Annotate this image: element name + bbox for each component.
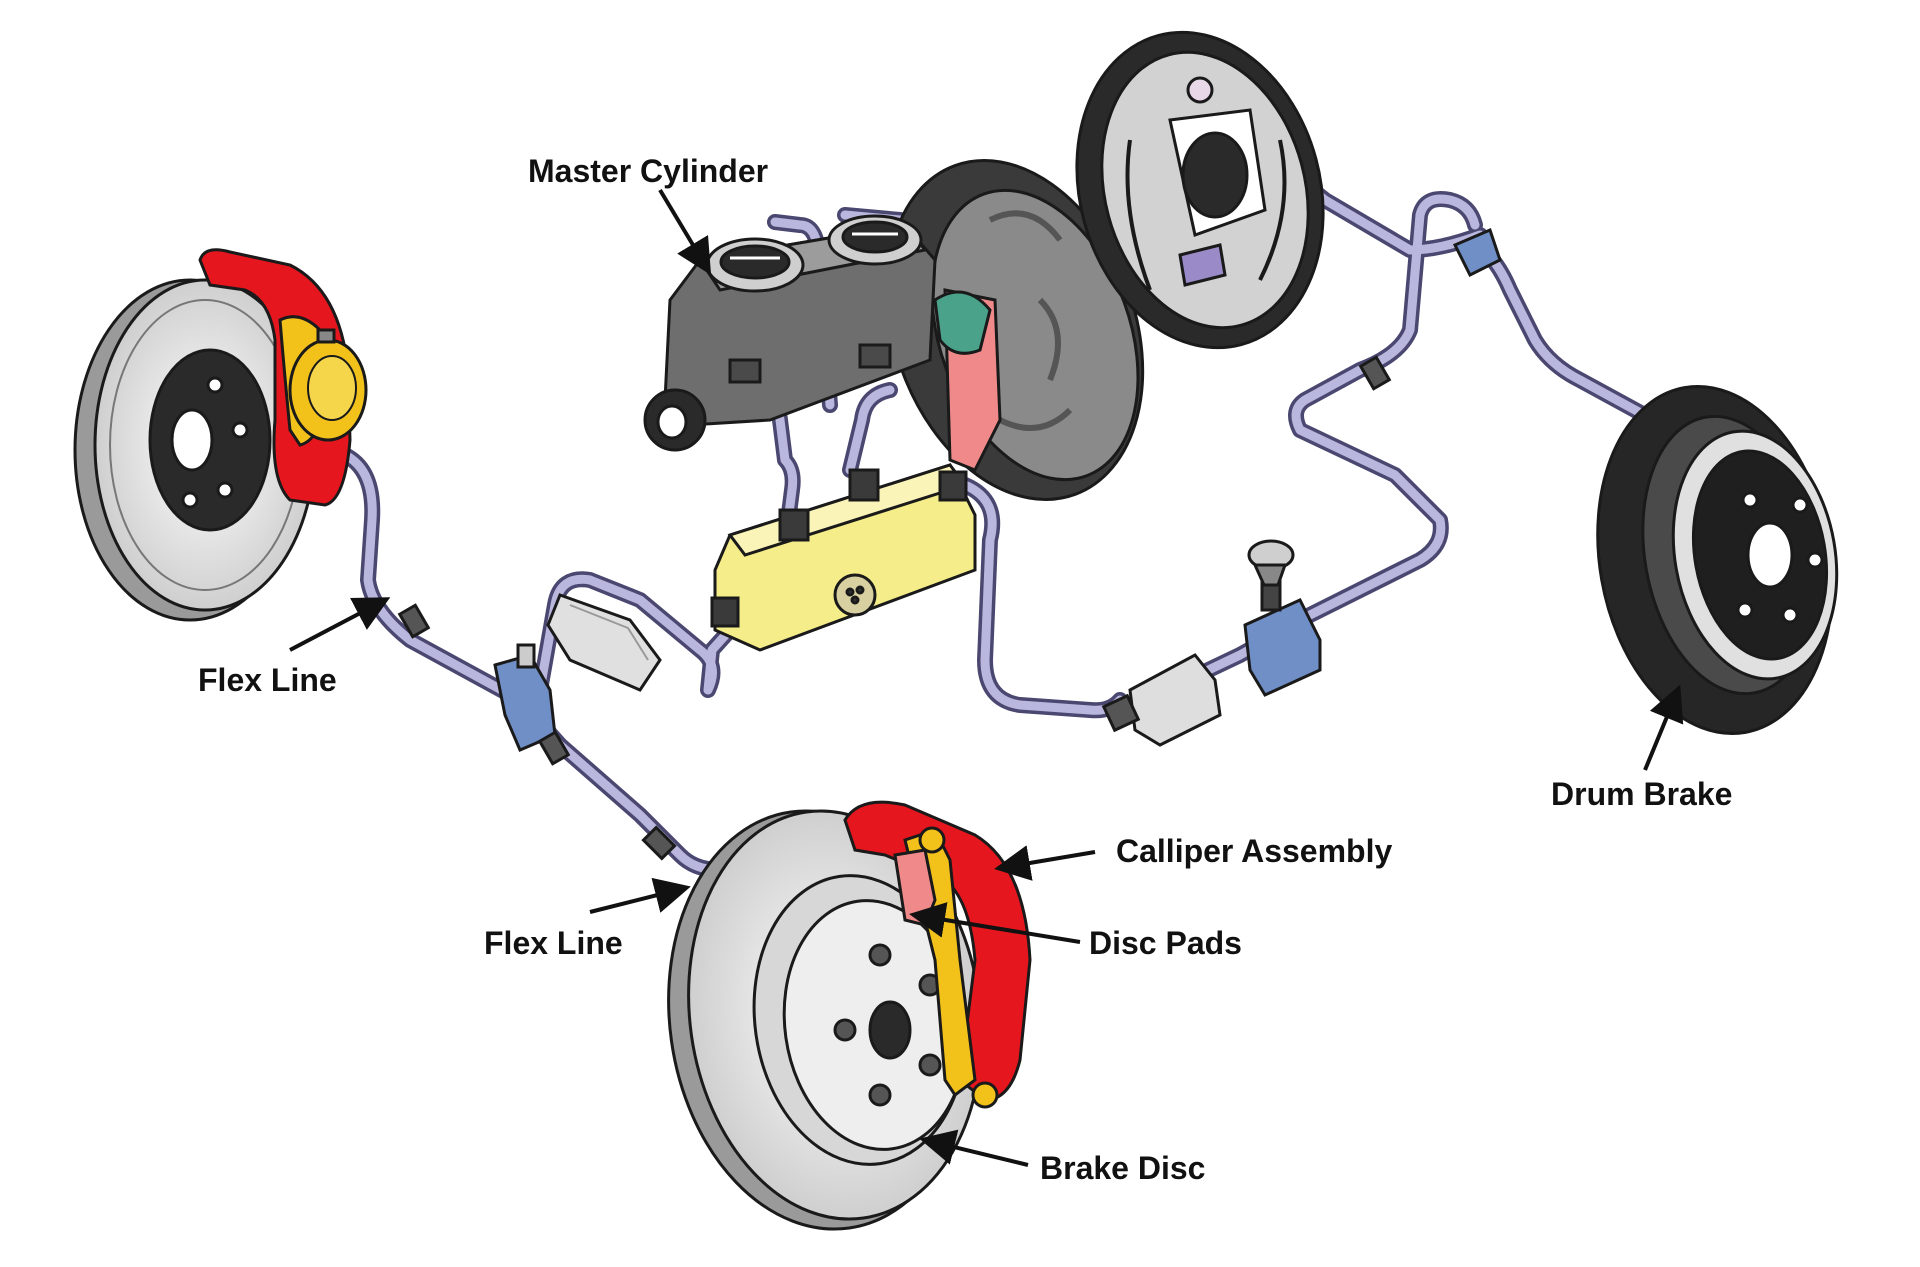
center-inline-filter xyxy=(1101,653,1222,747)
left-junction-block xyxy=(397,603,677,861)
left-inline-filter xyxy=(546,593,662,692)
front-left-disc-brake xyxy=(73,248,368,622)
label-brake-disc: Brake Disc xyxy=(1040,1150,1206,1186)
front-right-disc-brake xyxy=(667,800,1032,1231)
rear-upper-junction xyxy=(1358,227,1502,391)
arrow-master-cylinder xyxy=(658,188,712,276)
label-drum-brake: Drum Brake xyxy=(1551,776,1733,812)
master-cylinder xyxy=(643,214,937,452)
label-disc-pads: Disc Pads xyxy=(1089,925,1242,961)
arrow-flex-line-bottom xyxy=(589,877,691,914)
label-master-cylinder: Master Cylinder xyxy=(528,153,769,189)
rear-drum-brake xyxy=(1596,385,1839,735)
brake-booster xyxy=(885,159,1145,501)
label-calliper-assembly: Calliper Assembly xyxy=(1116,833,1393,869)
arrow-drum-brake xyxy=(1643,684,1684,771)
arrow-flex-line-left xyxy=(289,597,391,652)
arrow-brake-disc xyxy=(919,1129,1029,1167)
arrow-disc-pads xyxy=(909,902,1081,944)
proportioning-valve xyxy=(710,463,977,652)
rear-drum-backing-plate xyxy=(1075,30,1325,350)
leader-arrows xyxy=(289,188,1684,1167)
label-flex-line-bottom: Flex Line xyxy=(484,925,623,961)
label-flex-line-left: Flex Line xyxy=(198,662,337,698)
right-junction-block xyxy=(1243,539,1322,697)
arrow-calliper-assembly xyxy=(994,845,1096,881)
